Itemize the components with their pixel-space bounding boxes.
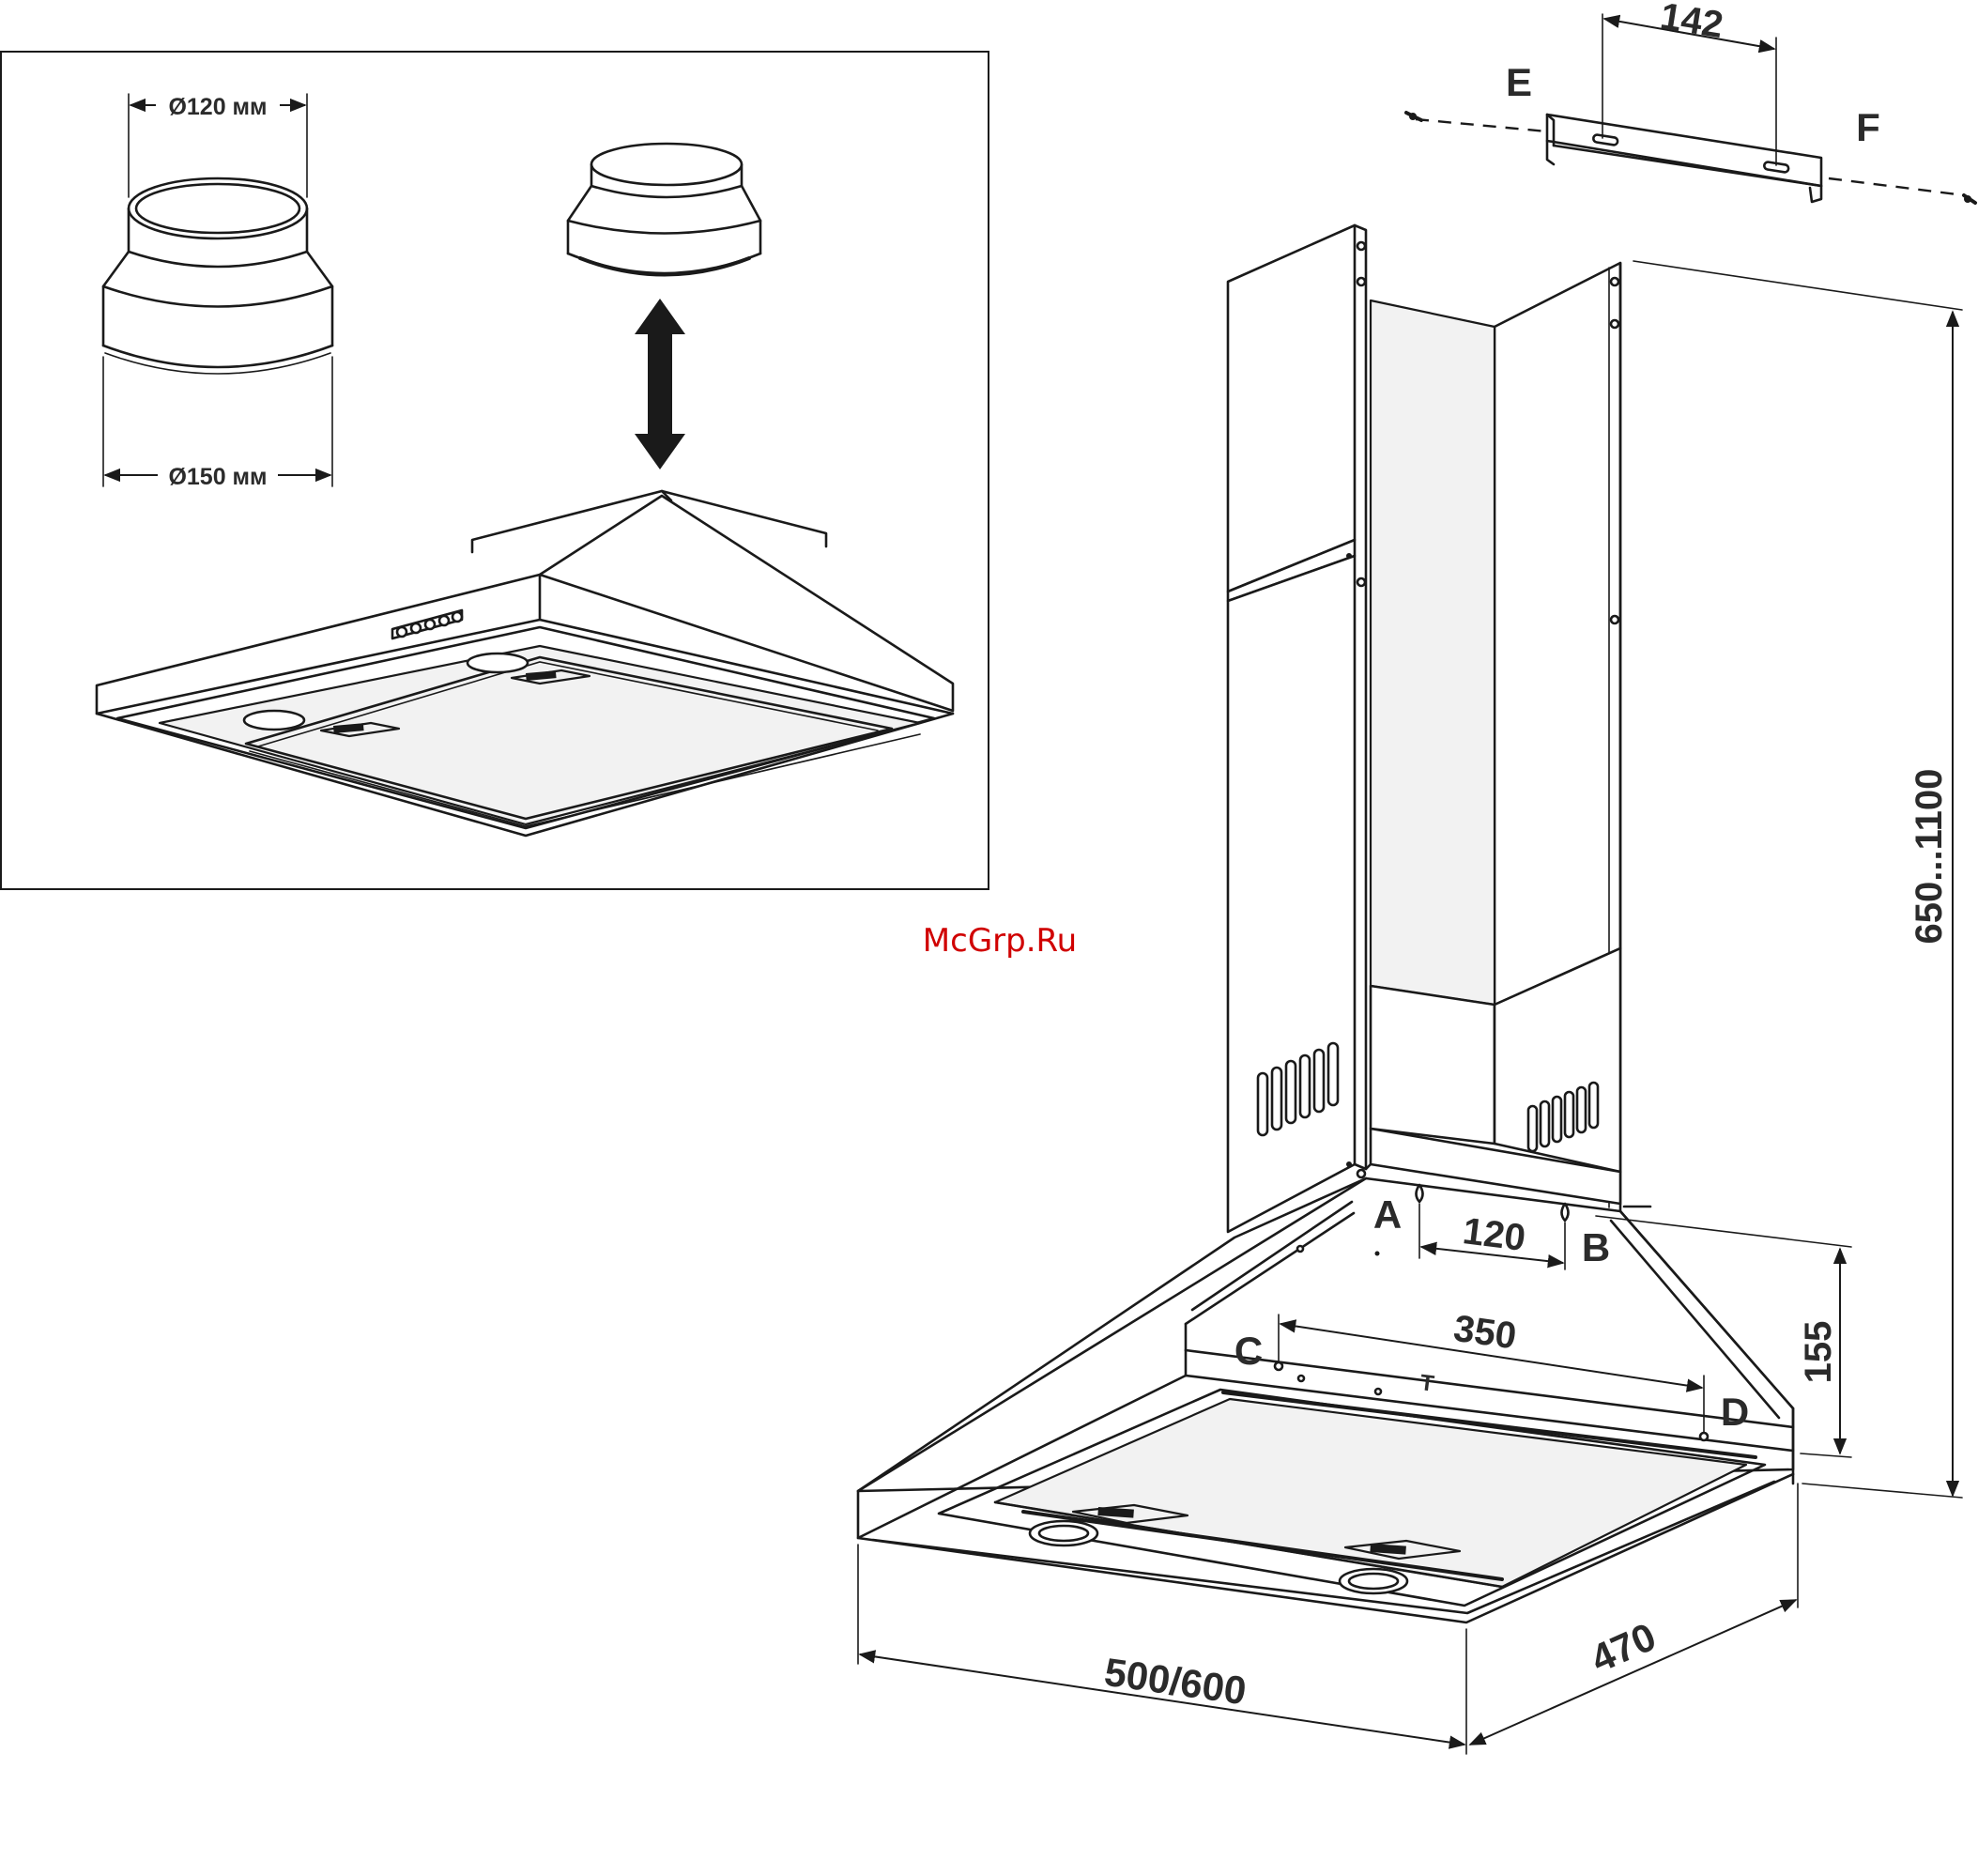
screw-icon — [1964, 195, 1975, 203]
point-label-a: A — [1373, 1192, 1402, 1237]
depth-label: 470 — [1585, 1614, 1663, 1681]
point-label-b: B — [1582, 1225, 1610, 1269]
mounting-bracket: 142 E F — [1406, 0, 1975, 203]
watermark: McGrp.Ru — [923, 922, 1077, 960]
bracket-label-f: F — [1856, 105, 1880, 149]
width-label: 500/600 — [1102, 1650, 1250, 1714]
chimney — [1228, 225, 1620, 1232]
lamp-icon — [1340, 1569, 1407, 1593]
bracket-label-e: E — [1506, 60, 1532, 104]
cd-spacing-label: 350 — [1451, 1308, 1519, 1358]
hood-body: T — [858, 1178, 1793, 1622]
screw-icon — [1406, 113, 1421, 120]
point-label-c: C — [1234, 1329, 1263, 1373]
inset-panel: Ø120 мм Ø150 мм — [1, 52, 989, 889]
hole-height-label: 155 — [1798, 1321, 1839, 1384]
lamp-icon — [1030, 1521, 1097, 1545]
adapter-top-diameter-label: Ø120 мм — [168, 94, 267, 120]
total-height-label: 650...1100 — [1909, 769, 1950, 945]
ab-spacing-label: 120 — [1461, 1210, 1528, 1259]
bracket-spacing-label: 142 — [1658, 0, 1726, 46]
point-label-d: D — [1721, 1390, 1749, 1434]
adapter-bottom-diameter-label: Ø150 мм — [168, 464, 267, 490]
